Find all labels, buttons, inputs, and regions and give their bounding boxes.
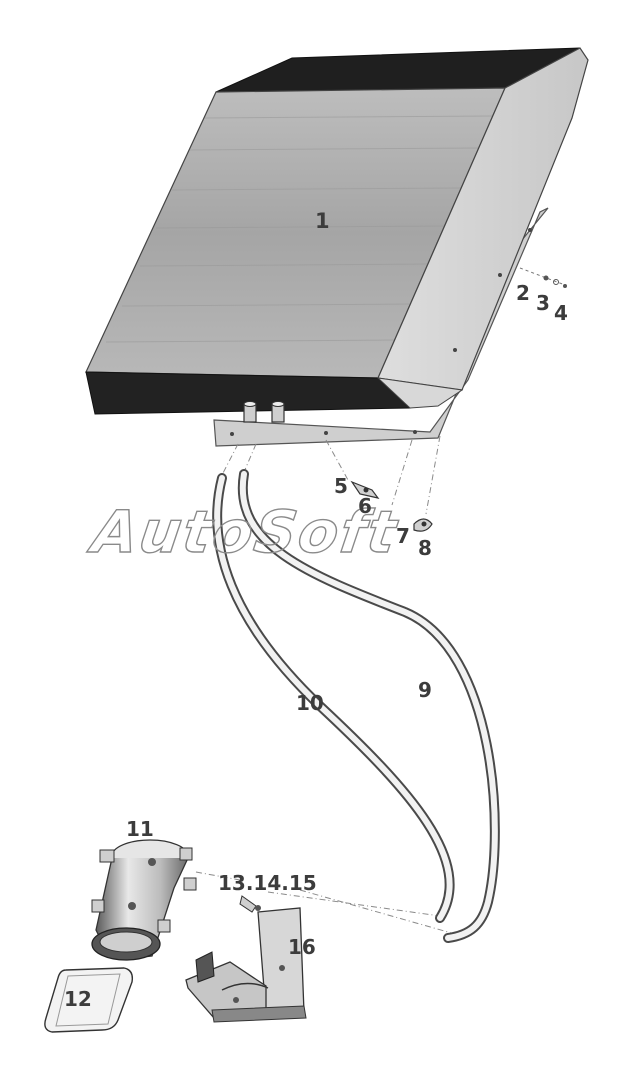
mounting-bracket-16 xyxy=(185,907,307,1023)
callout-13-14-15: 13.14.15 xyxy=(218,871,317,895)
hose-9 xyxy=(237,469,500,943)
assembly-lines xyxy=(195,435,463,937)
callout-16: 16 xyxy=(288,935,316,959)
heater-housing xyxy=(85,47,589,447)
housing-pipe-stubs xyxy=(243,401,285,423)
watermark-text: AutoSoft xyxy=(84,498,402,566)
hose-10 xyxy=(212,473,455,923)
callout-9: 9 xyxy=(418,678,432,702)
bolt-set-13-15 xyxy=(239,895,261,913)
pump-cylinder-11 xyxy=(91,839,197,961)
callout-2: 2 xyxy=(516,281,530,305)
fastener-set-2-4 xyxy=(519,267,567,288)
housing-texture xyxy=(105,115,493,343)
callout-8: 8 xyxy=(418,536,432,560)
callout-11: 11 xyxy=(126,817,154,841)
callout-10: 10 xyxy=(296,691,324,715)
callout-7: 7 xyxy=(396,524,410,548)
flange-holes xyxy=(230,228,532,436)
callout-1: 1 xyxy=(315,209,330,233)
callout-4: 4 xyxy=(554,301,568,325)
callout-3: 3 xyxy=(536,291,550,315)
callout-labels: 1 2 3 4 5 6 7 8 9 10 11 12 13.14.15 16 xyxy=(64,209,568,1011)
callout-12: 12 xyxy=(64,987,92,1011)
filter-cover-12 xyxy=(44,967,134,1033)
callout-5: 5 xyxy=(334,474,348,498)
clamp-bracket-5-6 xyxy=(350,480,380,499)
housing-side-lip xyxy=(376,377,464,409)
clip-7-8 xyxy=(413,518,433,532)
callout-6: 6 xyxy=(358,494,372,518)
